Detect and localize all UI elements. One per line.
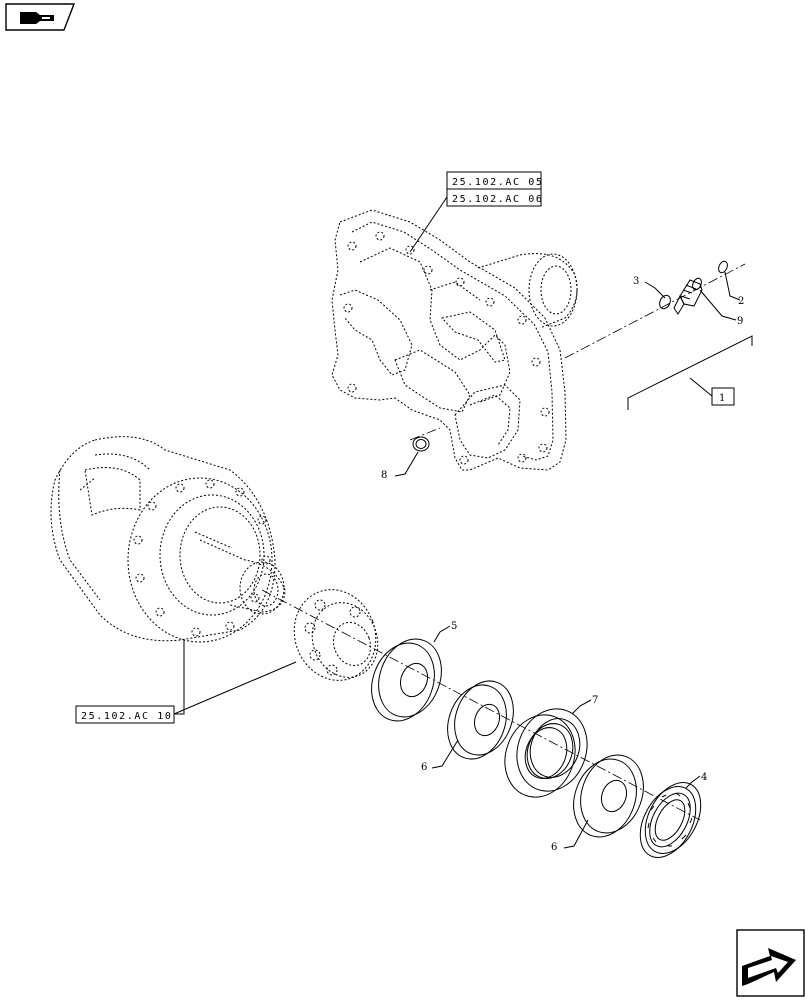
leader-upper: [409, 196, 448, 253]
callout-8: 8: [381, 470, 387, 481]
leader-4: [685, 775, 701, 789]
next-page-arrow-icon[interactable]: [736, 929, 805, 997]
part-3-o-ring: [659, 294, 671, 310]
reference-label-ac05[interactable]: 25.102.AC 05: [452, 177, 543, 188]
group-bracket: [627, 335, 753, 410]
wheel-hub-drawing: [50, 436, 286, 643]
leader-6a: [431, 739, 459, 769]
callout-4: 4: [701, 772, 707, 783]
callout-2: 2: [738, 296, 744, 307]
roller-bearing-drawing: [293, 589, 379, 681]
callout-9: 9: [737, 316, 743, 327]
leader-9: [699, 289, 737, 321]
axle-housing-drawing: [331, 209, 578, 471]
leader-3: [644, 281, 666, 299]
part-4-needle-bearing: [639, 782, 702, 858]
callout-box-1: [711, 387, 735, 406]
callout-3: 3: [633, 276, 639, 287]
navigation-arrow-icon[interactable]: [5, 3, 76, 31]
leader-2: [724, 271, 741, 301]
callout-5: 5: [451, 621, 457, 632]
leader-7: [571, 699, 592, 715]
leader-1: [689, 377, 713, 397]
part-2-o-ring: [718, 260, 728, 274]
upper-center-line: [564, 263, 746, 359]
part-8-o-ring: [412, 436, 430, 452]
reference-box-upper[interactable]: 25.102.AC 05 25.102.AC 06: [446, 171, 543, 207]
leader-lower-a: [174, 640, 185, 715]
leader-8: [394, 451, 419, 477]
part-5-washer: [371, 638, 442, 722]
housing-center-line: [409, 427, 441, 441]
callout-6-lower: 6: [551, 842, 557, 853]
part-7-bearing-cup: [504, 708, 588, 798]
part-9-fitting: [673, 277, 703, 315]
part-6-washer-upper: [447, 680, 514, 760]
reference-label-ac06[interactable]: 25.102.AC 06: [452, 194, 543, 205]
leader-5: [433, 625, 451, 643]
part-6-washer-lower: [573, 754, 644, 838]
callout-7: 7: [592, 695, 598, 706]
callout-6-upper: 6: [421, 762, 427, 773]
shaft-center-line: [261, 589, 701, 821]
reference-box-lower[interactable]: 25.102.AC 10: [75, 705, 175, 724]
reference-label-ac10[interactable]: 25.102.AC 10: [81, 711, 172, 722]
leader-lower-b: [173, 661, 297, 715]
callout-1: 1: [719, 393, 725, 404]
leader-6b: [563, 819, 589, 849]
